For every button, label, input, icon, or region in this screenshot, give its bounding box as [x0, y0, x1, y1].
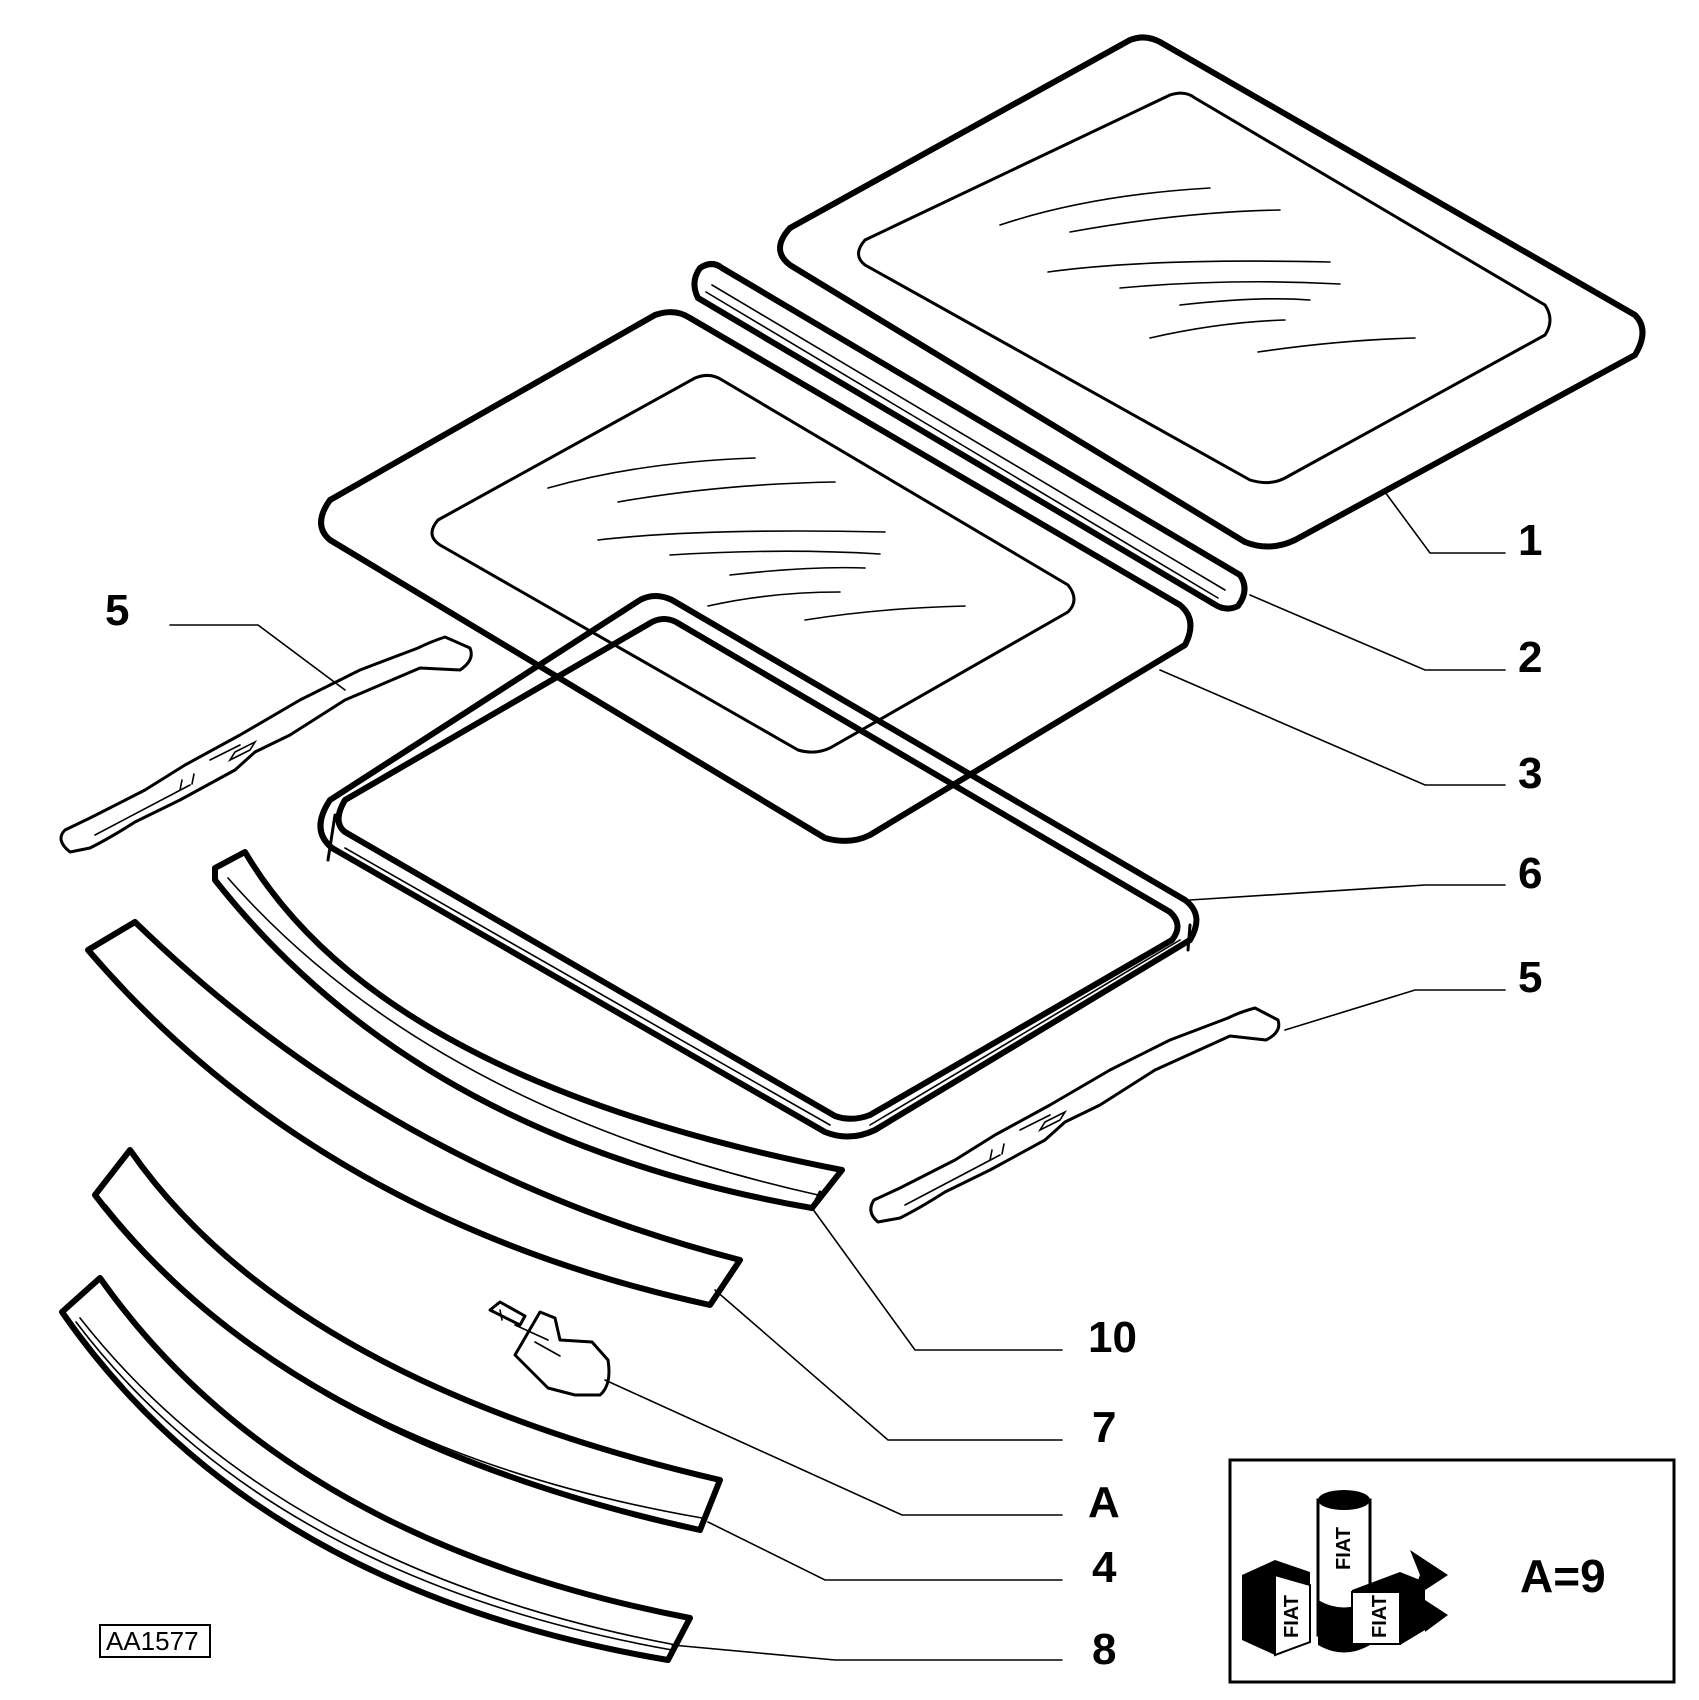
part-a-clip — [488, 1300, 611, 1397]
part-5-right-guide-rail — [869, 1006, 1281, 1224]
fiat-products-icon: FIAT FIAT FIAT — [1242, 1490, 1448, 1657]
part-4-lower-deflector — [92, 1147, 723, 1533]
callout-8: 8 — [1092, 1625, 1116, 1674]
leader-lines — [169, 491, 1506, 1661]
callout-4: 4 — [1092, 1543, 1117, 1592]
brand-label-cylinder: FIAT — [1333, 1527, 1355, 1570]
drawing-code: AA1577 — [106, 1626, 199, 1656]
part-1-rear-glass — [777, 34, 1646, 550]
callout-2: 2 — [1518, 633, 1542, 682]
part-8-lowest-strip — [59, 1275, 693, 1663]
kit-box: FIAT FIAT FIAT A=9 — [1228, 1458, 1676, 1684]
part-3-front-glass — [318, 309, 1194, 844]
callout-10: 10 — [1088, 1313, 1137, 1362]
callout-labels: 1 2 3 5 6 5 10 7 A 4 8 — [105, 516, 1542, 1674]
kit-formula: A=9 — [1520, 1550, 1606, 1602]
callout-6: 6 — [1518, 849, 1542, 898]
part-2-seal-strip — [691, 261, 1248, 612]
brand-label-left: FIAT — [1281, 1595, 1303, 1638]
part-7-strip — [85, 919, 743, 1308]
callout-a: A — [1088, 1478, 1120, 1527]
brand-label-right: FIAT — [1369, 1595, 1391, 1638]
drawing-code-box: AA1577 — [99, 1624, 211, 1658]
callout-5-right: 5 — [1518, 953, 1542, 1002]
callout-5-left: 5 — [105, 586, 129, 635]
callout-3: 3 — [1518, 749, 1542, 798]
part-6-frame-seal — [317, 593, 1200, 1140]
part-10-curved-deflector — [212, 849, 845, 1211]
part-5-left-guide-rail — [59, 635, 473, 854]
callout-1: 1 — [1518, 516, 1542, 565]
callout-7: 7 — [1092, 1403, 1116, 1452]
